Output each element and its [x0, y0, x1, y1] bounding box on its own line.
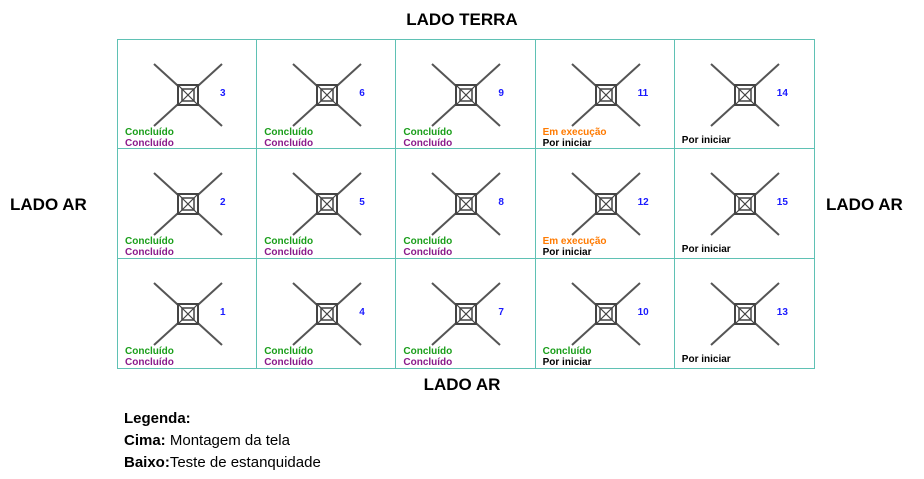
- status-bottom: Por iniciar: [542, 247, 592, 259]
- legend-title: Legenda:: [124, 410, 191, 427]
- status-top: Concluído: [125, 127, 174, 138]
- status-top: Concluído: [264, 127, 314, 138]
- panel-number: 13: [776, 306, 788, 318]
- panel-number: 1: [220, 306, 226, 318]
- side-label-right: LADO AR: [826, 195, 903, 214]
- panel-fixture-icon: [291, 171, 363, 237]
- panel-number: 10: [637, 306, 649, 318]
- panel-number: 2: [220, 197, 226, 209]
- panel-fixture-icon: [152, 281, 224, 347]
- status-bottom: Por iniciar: [542, 138, 592, 149]
- panel-number: 4: [359, 306, 365, 318]
- legend-row-top: Cima: Montagem da tela: [124, 430, 321, 452]
- status-bottom: Por iniciar: [681, 135, 731, 146]
- side-label-left: LADO AR: [10, 195, 87, 214]
- status-bottom: Concluído: [403, 247, 453, 259]
- panel-fixture-icon: [570, 281, 642, 347]
- side-label-bottom: LADO AR: [423, 375, 501, 394]
- panel-fixture-icon: [709, 62, 781, 128]
- panel-fixture-icon: [709, 171, 781, 237]
- status-bottom: Concluído: [264, 247, 314, 259]
- status-top: Em execução: [542, 127, 607, 138]
- panel-fixture-icon: [430, 281, 502, 347]
- panel-number: 3: [220, 88, 226, 99]
- status-bottom: Por iniciar: [681, 244, 731, 256]
- status-top: Em execução: [542, 236, 607, 248]
- status-bottom: Concluído: [125, 138, 174, 149]
- panel-number: 8: [498, 197, 504, 209]
- panel-fixture-icon: [430, 171, 502, 237]
- panel-fixture-icon: [152, 171, 224, 237]
- status-bottom: Concluído: [264, 356, 314, 368]
- status-top: Concluído: [125, 236, 174, 248]
- panel-number: 15: [776, 197, 788, 209]
- legend-row-bottom: Baixo:Teste de estanquidade: [124, 452, 321, 474]
- panel-number: 12: [637, 197, 649, 209]
- legend-bottom-value: Teste de estanquidade: [169, 454, 321, 471]
- status-top: Concluído: [264, 236, 314, 248]
- legend-top-value: Montagem da tela: [169, 432, 290, 449]
- status-top: Concluído: [542, 345, 592, 357]
- status-top: Concluído: [403, 236, 453, 248]
- panel-number: 14: [776, 88, 788, 99]
- status-bottom: Concluído: [264, 138, 314, 149]
- legend: Legenda: Cima: Montagem da tela Baixo:Te…: [124, 408, 321, 474]
- status-bottom: Concluído: [403, 138, 453, 149]
- panel-fixture-icon: [570, 171, 642, 237]
- side-label-top: LADO TERRA: [406, 10, 518, 29]
- panel-fixture-icon: [570, 62, 642, 128]
- panel-fixture-icon: [709, 281, 781, 347]
- status-bottom: Por iniciar: [542, 356, 592, 368]
- panel-number: 5: [359, 197, 365, 209]
- panel-fixture-icon: [430, 62, 502, 128]
- status-top: Concluído: [125, 345, 174, 357]
- panel-number: 11: [637, 88, 649, 99]
- legend-bottom-key: Baixo:: [124, 454, 170, 471]
- panel-fixture-icon: [152, 62, 224, 128]
- status-top: Concluído: [264, 345, 314, 357]
- status-bottom: Concluído: [125, 356, 174, 368]
- status-bottom: Concluído: [125, 247, 174, 259]
- panel-fixture-icon: [291, 281, 363, 347]
- status-top: Concluído: [403, 345, 453, 357]
- status-bottom: Por iniciar: [681, 353, 731, 365]
- panel-number: 7: [498, 306, 504, 318]
- panel-fixture-icon: [291, 62, 363, 128]
- status-top: Concluído: [403, 127, 453, 138]
- legend-top-key: Cima:: [124, 432, 166, 449]
- panel-number: 9: [498, 88, 504, 99]
- panel-number: 6: [359, 88, 365, 99]
- status-bottom: Concluído: [403, 356, 453, 368]
